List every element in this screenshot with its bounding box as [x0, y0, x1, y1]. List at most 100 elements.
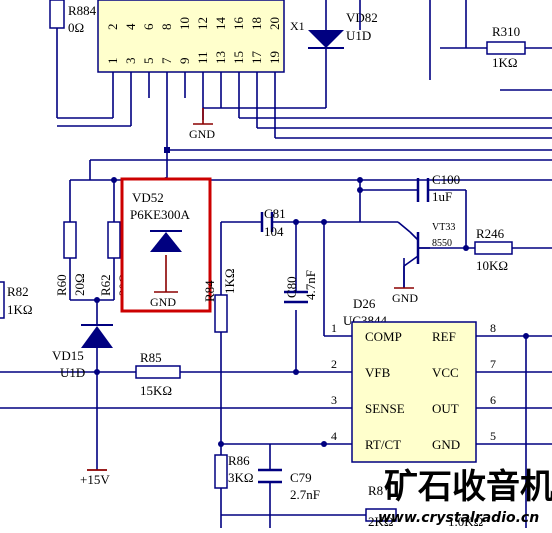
c100-value: 1uF [432, 189, 452, 204]
connector-pin-label: 12 [195, 17, 210, 30]
r62-ref: R62 [98, 274, 113, 296]
vd52-ref: VD52 [132, 190, 164, 205]
watermark: 矿石收音机 www.crystalradio.cn [378, 467, 552, 526]
r86-ref: R86 [228, 453, 250, 468]
power-15v: +15V [80, 469, 110, 487]
c79-ref: C79 [290, 470, 312, 485]
r84-ref: R84 [202, 280, 217, 302]
connector-pin-label: 10 [177, 17, 192, 30]
c80-ref: C80 [284, 276, 299, 298]
ic-pin-name: GND [432, 437, 460, 452]
junction-dots [94, 177, 529, 447]
r8x-value: 2KΩ [368, 514, 394, 528]
resistor-r84: R84 1KΩ [202, 268, 237, 333]
capacitor-c81: C81 104 [260, 206, 286, 239]
capacitor-c79: C79 2.7nF [258, 468, 320, 502]
c79-value: 2.7nF [290, 487, 320, 502]
c100-ref: C100 [432, 172, 460, 187]
resistor-bottom-right: 1.0KΩ [448, 514, 483, 529]
connector-pin-label: 2 [105, 24, 120, 31]
vd52-gnd-label: GND [150, 295, 176, 309]
ic-ref: D26 [353, 296, 376, 311]
ic-pin-name: VCC [432, 365, 459, 380]
r-bottom2-value: 1.0KΩ [448, 514, 483, 528]
r82-value: 1KΩ [7, 302, 33, 317]
resistor-r8x: R8 2KΩ [365, 483, 397, 529]
vd15-ref: VD15 [52, 348, 84, 363]
r884-value: 0Ω [68, 20, 84, 35]
connector-pin-label: 6 [141, 23, 156, 30]
r84-value: 1KΩ [222, 268, 237, 294]
ic-pin-number: 3 [331, 393, 337, 407]
diode-vd52: VD52 P6KE300A GND [122, 180, 210, 310]
connector-pin-label: 4 [123, 23, 138, 30]
r60-ref: R60 [54, 274, 69, 296]
resistor-r82: R82 1KΩ [0, 281, 33, 319]
r85-value: 15KΩ [140, 383, 172, 398]
resistor-r62: R62 20Ω [98, 221, 131, 296]
capacitor-c80: C80 4.7nF [284, 270, 318, 304]
vd52-value: P6KE300A [130, 207, 191, 222]
ic-pin-number: 4 [331, 429, 337, 443]
vd82-ref: VD82 [346, 10, 378, 25]
resistor-r60: R60 20Ω [54, 221, 87, 296]
gnd-top-label: GND [189, 127, 215, 141]
c81-value: 104 [264, 224, 284, 239]
c81-ref: C81 [264, 206, 286, 221]
c80-value: 4.7nF [303, 270, 318, 300]
vt33-gnd-label: GND [392, 291, 418, 305]
ic-pin-name: RT/CT [365, 437, 401, 452]
connector-pin-label: 20 [267, 17, 282, 30]
connector-pin-label: 7 [159, 57, 174, 64]
top-wires [56, 0, 552, 180]
connector-pin-label: 8 [159, 24, 174, 31]
r86-value: 3KΩ [228, 470, 254, 485]
connector-pin-label: 19 [267, 51, 282, 64]
connector-pin-label: 3 [123, 58, 138, 65]
ic-pin-name: VFB [365, 365, 391, 380]
junction-dot [164, 147, 170, 153]
connector-pin-label: 18 [249, 17, 264, 30]
r85-ref: R85 [140, 350, 162, 365]
vd15-value: U1D [60, 365, 85, 380]
r246-ref: R246 [476, 226, 505, 241]
power-label: +15V [80, 472, 110, 487]
connector-pin-label: 9 [177, 58, 192, 65]
connector-pin-wires [112, 72, 276, 84]
watermark-title: 矿石收音机 [384, 467, 552, 507]
r82-ref: R82 [7, 284, 29, 299]
ic-pin-number: 5 [490, 429, 496, 443]
transistor-vt33: VT33 8550 GND [392, 222, 455, 305]
ic-pin-number: 7 [490, 357, 496, 371]
resistor-r85: R85 15KΩ [135, 350, 181, 398]
vd82-value: U1D [346, 28, 371, 43]
diode-vd82: VD82 U1D [308, 10, 378, 49]
resistor-r310: R310 1KΩ [486, 24, 526, 70]
r884-ref: R884 [68, 3, 97, 18]
resistor-r86: R86 3KΩ [214, 453, 254, 489]
vt33-ref: VT33 [432, 222, 455, 233]
ic-pin-name: REF [432, 329, 456, 344]
r8x-ref: R8 [368, 483, 383, 498]
connector-pin-label: 16 [231, 17, 246, 31]
connector-pin-label: 11 [195, 51, 210, 64]
resistor-r246: R246 10KΩ [474, 226, 513, 273]
connector-ref: X1 [290, 19, 305, 33]
ic-pin-number: 8 [490, 321, 496, 335]
ic-pin-name: COMP [365, 329, 402, 344]
diode-vd15: VD15 U1D [52, 324, 113, 380]
r310-value: 1KΩ [492, 55, 518, 70]
r60-value: 20Ω [72, 273, 87, 296]
connector-pin-label: 13 [213, 51, 228, 64]
gnd-symbol-top: GND [189, 108, 215, 141]
connector-pin-label: 5 [141, 58, 156, 65]
vt33-value: 8550 [432, 238, 452, 249]
r246-value: 10KΩ [476, 258, 508, 273]
ic-pin-name: SENSE [365, 401, 405, 416]
connector-pin-label: 17 [249, 51, 264, 65]
capacitor-c100: C100 1uF [416, 172, 460, 204]
